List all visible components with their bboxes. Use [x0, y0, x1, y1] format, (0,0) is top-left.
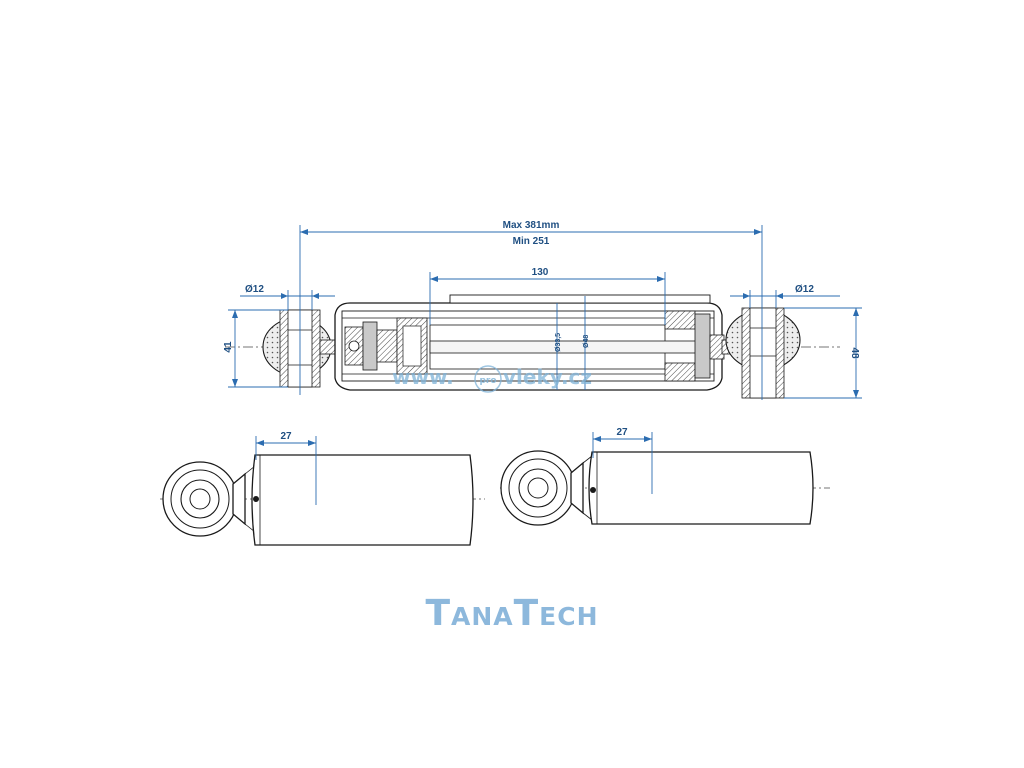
left-eye-diameter-label: Ø12: [245, 284, 264, 295]
stroke-label: 130: [532, 267, 549, 278]
watermark-logo-icon: [474, 365, 502, 393]
dimension-lines: Max 381mm Min 251 130 Ø12 Ø12 41: [223, 220, 862, 400]
detail-view-left: 27: [160, 431, 485, 546]
left-offset-label: 27: [280, 431, 292, 442]
main-body: [334, 294, 726, 391]
right-height-label: 48: [849, 347, 860, 359]
left-height-label: 41: [223, 341, 234, 353]
watermark-prefix: www.: [392, 365, 454, 389]
body-diameter-label: Ø48: [583, 335, 590, 348]
detail-view-right: 27: [500, 427, 830, 526]
brand-logo: TanaTech: [425, 593, 598, 634]
min-length-label: Min 251: [513, 236, 550, 247]
right-eye-bushing: [721, 307, 801, 399]
right-eye-diameter-label: Ø12: [795, 284, 814, 295]
right-offset-label: 27: [616, 427, 628, 438]
watermark-suffix: vleky.cz: [503, 365, 592, 389]
watermark: www. pro vleky.cz: [392, 365, 592, 393]
max-length-label: Max 381mm: [503, 220, 560, 231]
left-eye-bushing: [262, 309, 343, 388]
watermark-logo: pro: [479, 376, 496, 386]
rod-diameter-label: Ø33,5: [555, 333, 562, 352]
